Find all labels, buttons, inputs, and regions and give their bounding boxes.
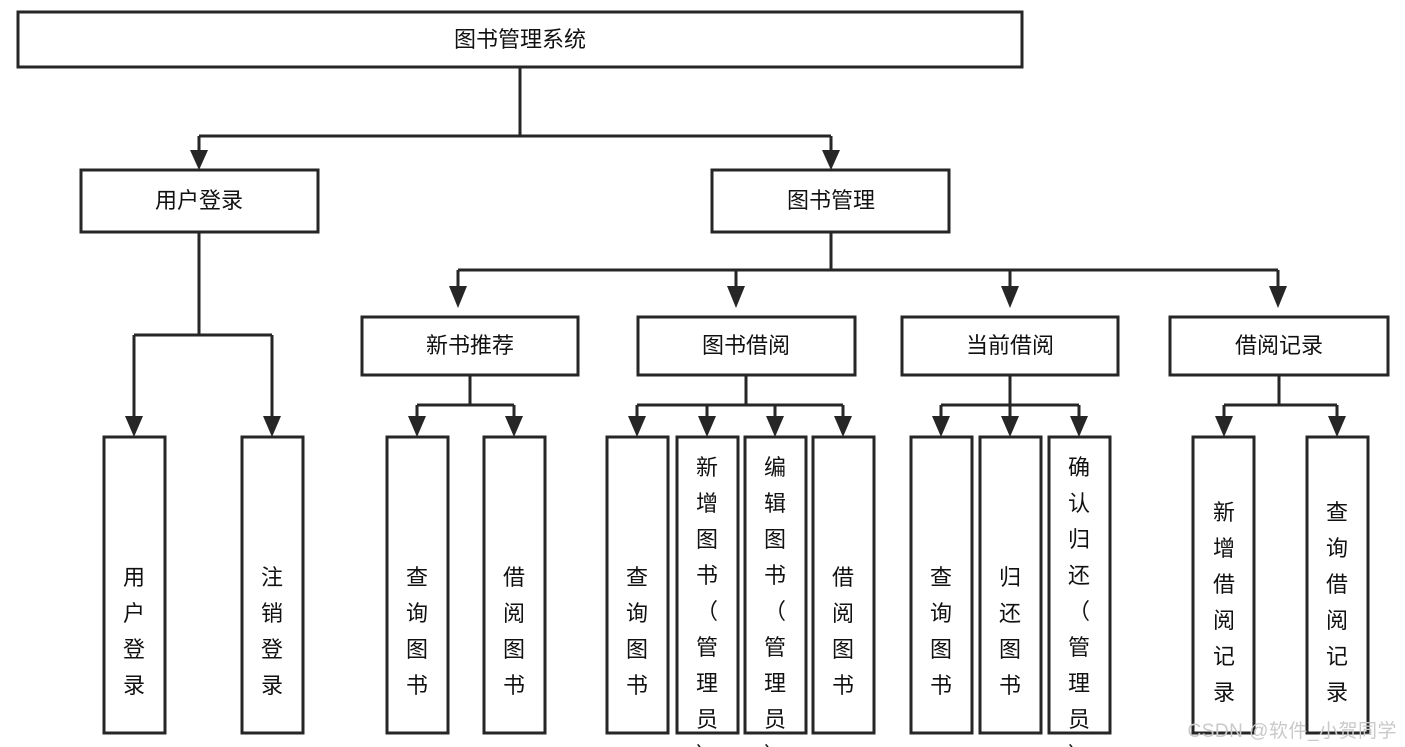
node-records-box[interactable] <box>1168 315 1390 377</box>
arrowhead-newbook <box>449 286 467 308</box>
node-leaf-13-box[interactable] <box>1305 435 1370 735</box>
node-root-label: 图书管理系统 <box>454 27 586 52</box>
arrowhead-leaf-4 <box>505 416 523 437</box>
node-newbook-label: 新书推荐 <box>426 333 514 358</box>
node-leaf-12[interactable]: 新增借阅记录 <box>1191 435 1256 735</box>
node-leaf-6-box[interactable] <box>675 435 740 735</box>
node-leaf-1[interactable]: 用户登录 <box>102 435 167 735</box>
node-leaf-9-label: 查询图书 <box>930 565 952 698</box>
node-records[interactable]: 借阅记录 <box>1168 315 1390 377</box>
node-current-box[interactable] <box>900 315 1120 377</box>
node-leaf-11[interactable]: 确认归还（管理员） <box>1047 435 1112 747</box>
node-login-label: 用户登录 <box>155 188 243 213</box>
node-leaf-6-label: 新增图书（管理员） <box>696 455 718 747</box>
node-bookmgmt[interactable]: 图书管理 <box>710 168 951 234</box>
node-leaf-5[interactable]: 查询图书 <box>605 435 670 735</box>
node-leaf-3[interactable]: 查询图书 <box>385 435 450 735</box>
node-leaf-8-box[interactable] <box>811 435 876 735</box>
arrowhead-leaf-13 <box>1328 416 1346 437</box>
node-root[interactable]: 图书管理系统 <box>16 10 1024 69</box>
node-leaf-10[interactable]: 归还图书 <box>978 435 1043 735</box>
node-root-box[interactable] <box>16 10 1024 69</box>
node-leaf-4-label: 借阅图书 <box>503 565 525 698</box>
arrowhead-leaf-3 <box>408 416 426 437</box>
arrowhead-leaf-11 <box>1070 416 1088 437</box>
node-bookmgmt-label: 图书管理 <box>787 188 875 213</box>
arrowhead-leaf-7 <box>766 416 784 437</box>
node-leaf-11-box[interactable] <box>1047 435 1112 735</box>
node-leaf-1-label: 用户登录 <box>123 565 145 698</box>
node-leaf-8-label: 借阅图书 <box>832 565 854 698</box>
node-leaf-4-box[interactable] <box>482 435 547 735</box>
node-leaf-8[interactable]: 借阅图书 <box>811 435 876 735</box>
node-leaf-13[interactable]: 查询借阅记录 <box>1305 435 1370 735</box>
node-borrow-box[interactable] <box>636 315 857 377</box>
arrowhead-leaf-8 <box>834 416 852 437</box>
node-leaf-10-label: 归还图书 <box>999 565 1021 698</box>
arrowhead-leaf-9 <box>932 416 950 437</box>
node-leaf-1-box[interactable] <box>102 435 167 735</box>
node-leaf-7-label: 编辑图书（管理员） <box>764 455 786 747</box>
node-leaf-11-label: 确认归还（管理员） <box>1068 455 1090 747</box>
node-leaf-7-box[interactable] <box>743 435 808 735</box>
node-leaf-9-box[interactable] <box>909 435 974 735</box>
node-leaf-12-label: 新增借阅记录 <box>1213 500 1235 705</box>
node-leaf-3-label: 查询图书 <box>406 565 428 698</box>
node-leaf-12-box[interactable] <box>1191 435 1256 735</box>
arrowhead-leaf-10 <box>1001 416 1019 437</box>
node-leaf-13-label: 查询借阅记录 <box>1326 500 1348 705</box>
node-leaf-3-box[interactable] <box>385 435 450 735</box>
node-leaf-9[interactable]: 查询图书 <box>909 435 974 735</box>
connector-layer <box>125 67 1346 437</box>
arrowhead-leaf-5 <box>628 416 646 437</box>
node-leaf-2-label: 注销登录 <box>261 565 283 698</box>
arrowhead-leaf-1 <box>125 416 143 437</box>
arrowhead-leaf-6 <box>698 416 716 437</box>
node-leaf-2[interactable]: 注销登录 <box>240 435 305 735</box>
arrowhead-current <box>1001 286 1019 308</box>
node-leaf-7[interactable]: 编辑图书（管理员） <box>743 435 808 747</box>
node-records-label: 借阅记录 <box>1235 333 1323 358</box>
node-borrow[interactable]: 图书借阅 <box>636 315 857 377</box>
node-leaf-4[interactable]: 借阅图书 <box>482 435 547 735</box>
node-borrow-label: 图书借阅 <box>702 333 790 358</box>
node-leaf-6[interactable]: 新增图书（管理员） <box>675 435 740 747</box>
arrowhead-bookmgmt <box>822 150 840 170</box>
node-newbook[interactable]: 新书推荐 <box>360 315 580 377</box>
arrowhead-leaf-2 <box>263 416 281 437</box>
arrowhead-records <box>1269 286 1287 308</box>
node-login-box[interactable] <box>79 168 320 234</box>
node-login[interactable]: 用户登录 <box>79 168 320 234</box>
node-leaf-2-box[interactable] <box>240 435 305 735</box>
node-newbook-box[interactable] <box>360 315 580 377</box>
node-current-label: 当前借阅 <box>966 333 1054 358</box>
node-bookmgmt-box[interactable] <box>710 168 951 234</box>
arrowhead-leaf-12 <box>1215 416 1233 437</box>
arrowhead-borrow <box>727 286 745 308</box>
node-current[interactable]: 当前借阅 <box>900 315 1120 377</box>
node-leaf-5-box[interactable] <box>605 435 670 735</box>
arrowhead-login <box>190 150 208 170</box>
node-leaf-5-label: 查询图书 <box>626 565 648 698</box>
node-leaf-10-box[interactable] <box>978 435 1043 735</box>
